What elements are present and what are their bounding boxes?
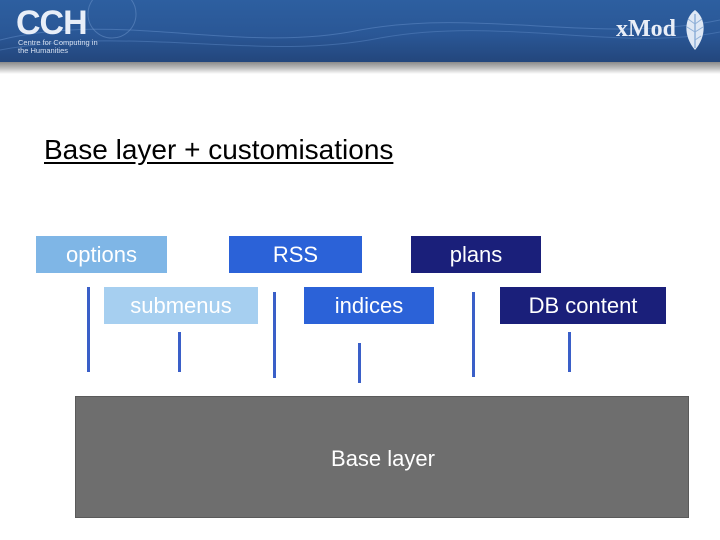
connector-line [87,287,90,372]
cch-subtitle: Centre for Computing in the Humanities [18,38,98,55]
connector-line [178,332,181,372]
plans-label: plans [449,241,503,267]
db-content-box: DB content [500,287,666,324]
submenus-label: submenus [130,292,232,318]
slide-header: CCH Centre for Computing in the Humaniti… [0,0,720,62]
indices-label: indices [334,292,404,318]
rss-box: RSS [229,236,362,273]
connector-line [358,343,361,383]
header-shadow [0,62,720,74]
indices-box: indices [304,287,434,324]
db-content-label: DB content [528,292,638,318]
slide-title: Base layer + customisations [44,134,394,165]
leaf-icon [686,10,704,50]
cch-logo: CCH [16,4,88,42]
options-box: options [36,236,167,273]
header-wave-decoration [0,0,720,51]
base-layer-label: Base layer [331,446,435,471]
base-layer-block: Base layer [75,396,689,518]
connector-line [472,292,475,377]
xmod-logo: xMod [616,16,676,42]
connector-line [273,292,276,378]
submenus-box: submenus [104,287,258,324]
connector-line [568,332,571,372]
rss-label: RSS [272,241,319,267]
options-label: options [66,241,137,267]
plans-box: plans [411,236,541,273]
